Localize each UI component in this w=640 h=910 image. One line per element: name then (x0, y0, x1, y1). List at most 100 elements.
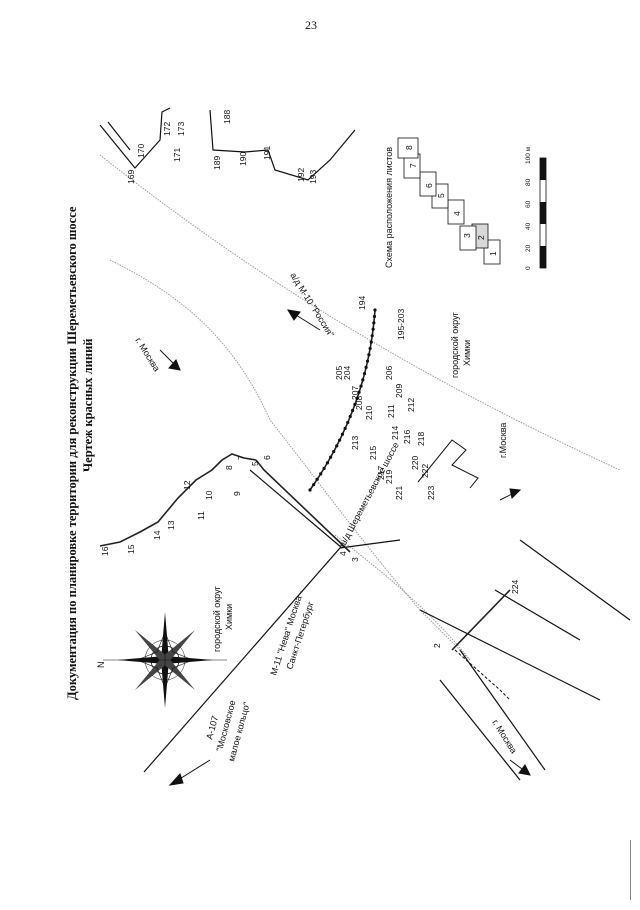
label-moscow-3: г. Москва (490, 718, 519, 755)
arc-point (343, 426, 347, 430)
point-5: 5 (250, 461, 260, 466)
sheet-2-label: 2 (476, 235, 486, 240)
point-218: 218 (416, 432, 426, 446)
page-edge-mark (630, 840, 631, 900)
point-188: 188 (222, 110, 232, 124)
sheet-6-label: 6 (424, 183, 434, 188)
red-line-2-224 (451, 589, 511, 651)
arc-point (308, 488, 312, 492)
point-215: 215 (368, 446, 378, 460)
arc-point (364, 365, 368, 369)
point-219: 219 (384, 470, 394, 484)
sheet-6 (419, 171, 437, 197)
point-8: 8 (224, 465, 234, 470)
arrow-moscow2-icon (499, 488, 522, 501)
road-m11-line-2 (419, 609, 601, 701)
arc-point (315, 477, 319, 481)
road-a107 (143, 539, 401, 773)
compass-north-label: N (96, 662, 106, 669)
point-222: 222 (420, 464, 430, 478)
arc-point (340, 432, 345, 436)
moscow-boundary-step (417, 439, 479, 489)
arc-point (357, 390, 361, 394)
arc-point (348, 414, 352, 419)
point-193: 193 (308, 170, 318, 184)
place-labels: А-107 "Московское малое кольцо" М-11 "Не… (133, 271, 519, 763)
arc-point (369, 340, 373, 344)
arc-point (332, 449, 336, 454)
sheet-1-label: 1 (488, 251, 498, 256)
label-khimki-upper-1: городской округ (212, 585, 222, 652)
arc-point (371, 327, 375, 331)
point-3: 3 (350, 557, 360, 562)
point-7: 7 (236, 455, 246, 460)
label-khimki-upper-2: Химки (224, 604, 234, 630)
sheet-7-label: 7 (408, 163, 418, 168)
scale-tick-40: 40 (525, 222, 532, 230)
arc-point (367, 353, 371, 357)
point-190: 190 (238, 152, 248, 166)
arc-point (365, 359, 370, 363)
point-204: 204 (342, 366, 352, 380)
point-209: 209 (394, 384, 404, 398)
point-labels: 2 3 4 5 6 7 8 9 10 11 12 13 14 15 16 169… (100, 110, 520, 648)
point-211: 211 (386, 404, 396, 418)
point-206: 206 (384, 366, 394, 380)
sheet-layout: 1 2 3 4 5 6 7 8 (397, 137, 501, 265)
sheet-5-label: 5 (436, 193, 446, 198)
document-title-line-2: Чертеж красных линий (81, 339, 95, 473)
arc-point (373, 308, 377, 312)
road-moscow-boundary (459, 649, 546, 771)
sheet-4 (447, 199, 465, 225)
line-169-173 (99, 107, 171, 169)
scale-tick-60: 60 (525, 200, 532, 208)
arc-point (362, 372, 367, 376)
point-173: 173 (176, 122, 186, 136)
compass-rose-icon (103, 612, 227, 708)
scale-bar: 0 20 40 60 80 100 м (525, 146, 547, 270)
arc-point (329, 455, 333, 459)
road-m11 (249, 469, 343, 549)
point-4: 4 (338, 551, 348, 556)
label-khimki-lower-1: городской округ (450, 311, 460, 378)
arc-point (312, 483, 316, 487)
dashed-guide (454, 649, 511, 701)
point-189: 189 (212, 156, 222, 170)
point-191: 191 (262, 146, 272, 160)
scale-tick-0: 0 (525, 266, 532, 270)
point-11: 11 (196, 511, 206, 520)
point-214: 214 (390, 426, 400, 440)
arc-point (325, 461, 330, 465)
point-192: 192 (296, 168, 306, 182)
point-16: 16 (100, 546, 110, 556)
arrows (159, 309, 531, 786)
sheet-8 (397, 137, 419, 159)
point-171: 171 (172, 148, 182, 162)
point-213: 213 (350, 436, 360, 450)
arc-point (322, 466, 326, 470)
highway-edge-lower (334, 534, 471, 661)
scale-tick-100: 100 м (525, 146, 532, 164)
arc-point (372, 321, 376, 325)
road-moscow-boundary-2 (439, 679, 521, 781)
point-170: 170 (136, 144, 146, 158)
point-2: 2 (432, 643, 442, 648)
arc-point (361, 378, 365, 382)
point-216: 216 (402, 430, 412, 444)
point-207: 207 (350, 386, 360, 400)
arc-point (335, 444, 339, 448)
sheet-layout-title: Схема расположения листов (384, 147, 394, 268)
point-223: 223 (426, 486, 436, 500)
point-212: 212 (406, 398, 416, 412)
road-north-east (519, 539, 631, 621)
point-205: 205 (334, 366, 344, 380)
point-12: 12 (182, 480, 192, 490)
point-208: 208 (354, 396, 364, 410)
point-194: 194 (357, 296, 367, 310)
arrow-moscow3-icon (509, 759, 531, 776)
point-172: 172 (162, 122, 172, 136)
arc-point (338, 438, 342, 442)
line-169-173-b (107, 121, 131, 151)
